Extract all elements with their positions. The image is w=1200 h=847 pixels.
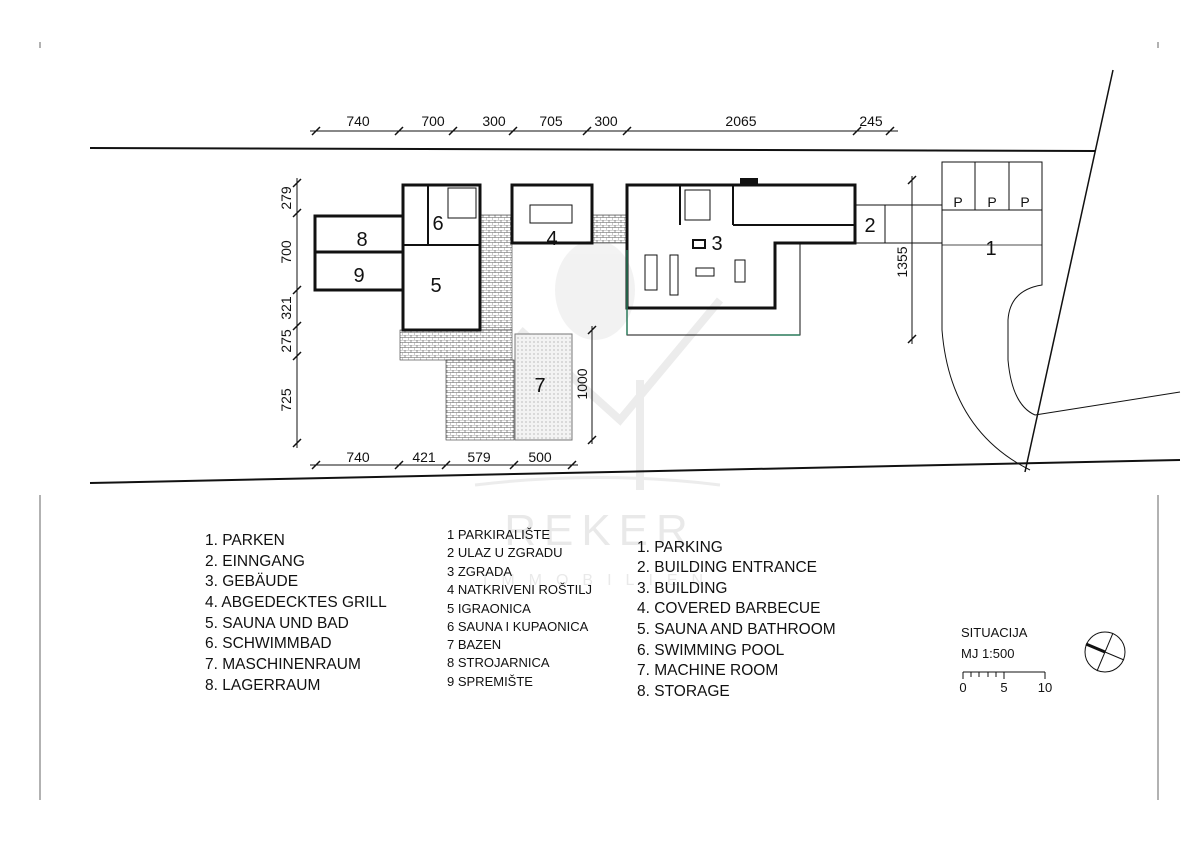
- dimension-labels: 740 700 300 705 300 2065 245 740 421 579…: [278, 113, 910, 465]
- room-label-6: 6: [432, 213, 443, 235]
- watermark-sub: IMMOBILIEN: [483, 572, 717, 589]
- legend-item: 1. PARKING: [637, 539, 723, 556]
- room-label-7: 7: [534, 375, 545, 397]
- legend-item: 2 ULAZ U ZGRADU: [447, 545, 563, 560]
- room-labels: 2 3 4 5 6 7 8 9: [353, 213, 875, 397]
- legend-item: 8 STROJARNICA: [447, 655, 550, 670]
- room-label-3: 3: [711, 233, 722, 255]
- room-label-2: 2: [864, 215, 875, 237]
- legend-item: 5 IGRAONICA: [447, 601, 531, 616]
- watermark-brand: REKER: [504, 506, 696, 555]
- scale-bar: [962, 671, 1046, 679]
- legend-item: 7. MACHINE ROOM: [637, 662, 778, 679]
- watermark: REKER IMMOBILIEN: [474, 240, 724, 589]
- legend-item: 2. EINNGANG: [205, 553, 305, 570]
- legend-item: 1 PARKIRALIŠTE: [447, 527, 550, 542]
- room-label-8: 8: [356, 229, 367, 251]
- legend-item: 3. GEBÄUDE: [205, 573, 298, 590]
- legend-item: 6. SWIMMING POOL: [637, 642, 785, 659]
- legend-german: 1. PARKEN 2. EINNGANG 3. GEBÄUDE 4. ABGE…: [205, 532, 387, 694]
- legend-item: 6. SCHWIMMBAD: [205, 635, 332, 652]
- room-label-9: 9: [353, 265, 364, 287]
- title-block: SITUACIJA MJ 1:500 0 5 10: [959, 625, 1126, 695]
- scale-tick-label: 5: [1000, 680, 1007, 695]
- dim-bottom: 421: [412, 449, 436, 465]
- legend-item: 7. MASCHINENRAUM: [205, 656, 361, 673]
- dim-top: 2065: [725, 113, 756, 129]
- legend-croatian: 1 PARKIRALIŠTE 2 ULAZ U ZGRADU 3 ZGRADA …: [447, 527, 592, 689]
- paving: [399, 214, 628, 441]
- dim-top: 740: [346, 113, 370, 129]
- parking-space-label: P: [1020, 194, 1029, 210]
- dim-left: 321: [278, 296, 294, 320]
- legend-item: 3 ZGRADA: [447, 564, 512, 579]
- legend-item: 7 BAZEN: [447, 637, 501, 652]
- scale-tick-label: 10: [1038, 680, 1052, 695]
- legend-item: 4. ABGEDECKTES GRILL: [205, 594, 387, 611]
- dim-left: 700: [278, 240, 294, 264]
- room-label-5: 5: [430, 275, 441, 297]
- dim-left: 275: [278, 329, 294, 353]
- legend-item: 9 SPREMIŠTE: [447, 674, 533, 689]
- dim-pool: 1000: [574, 368, 590, 399]
- dim-top: 300: [482, 113, 506, 129]
- legend-item: 4 NATKRIVENI ROŠTILJ: [447, 582, 592, 597]
- dim-bottom: 500: [528, 449, 552, 465]
- dim-top: 705: [539, 113, 563, 129]
- parking-space-label: P: [953, 194, 962, 210]
- legend-item: 1. PARKEN: [205, 532, 285, 549]
- parking-space-label: P: [987, 194, 996, 210]
- north-arrow-icon: [1084, 631, 1126, 673]
- dim-top: 700: [421, 113, 445, 129]
- parking-area: P P P 1: [885, 161, 1043, 260]
- dim-top: 300: [594, 113, 618, 129]
- legend-item: 5. SAUNA UND BAD: [205, 615, 349, 632]
- dim-bottom: 579: [467, 449, 491, 465]
- dim-top: 245: [859, 113, 883, 129]
- drawing-scale: MJ 1:500: [961, 646, 1014, 661]
- scale-tick-label: 0: [959, 680, 966, 695]
- legend-item: 5. SAUNA AND BATHROOM: [637, 621, 836, 638]
- buildings: [313, 178, 886, 441]
- dim-left: 725: [278, 388, 294, 412]
- legend-item: 6 SAUNA I KUPAONICA: [447, 619, 589, 634]
- room-label-4: 4: [546, 228, 557, 250]
- legend-item: 8. LAGERRAUM: [205, 677, 320, 694]
- legend-english: 1. PARKING 2. BUILDING ENTRANCE 3. BUILD…: [637, 539, 836, 700]
- dimension-lines: [292, 126, 917, 470]
- legend-item: 4. COVERED BARBECUE: [637, 600, 820, 617]
- dim-left: 279: [278, 186, 294, 210]
- legend-item: 2. BUILDING ENTRANCE: [637, 559, 817, 576]
- sheet-marks: [39, 42, 1159, 800]
- legend-item: 3. BUILDING: [637, 580, 727, 597]
- site-boundary: [89, 69, 1181, 484]
- dim-bottom: 740: [346, 449, 370, 465]
- room-label-1: 1: [985, 238, 996, 260]
- legend-item: 8. STORAGE: [637, 683, 730, 700]
- dim-right: 1355: [894, 246, 910, 277]
- drawing-title: SITUACIJA: [961, 625, 1028, 640]
